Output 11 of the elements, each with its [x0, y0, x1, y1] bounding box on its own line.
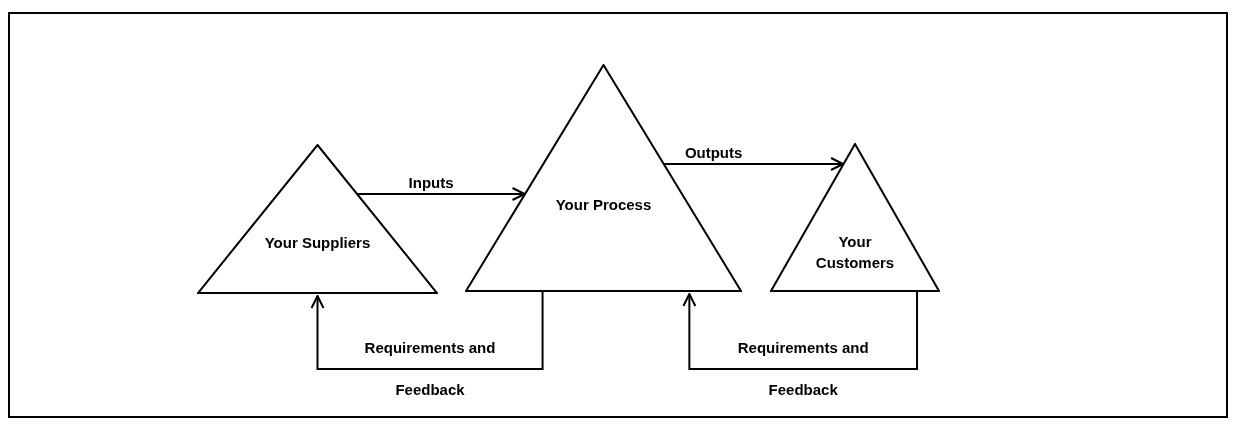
- arrow: [310, 291, 544, 370]
- edge-label: Outputs: [684, 143, 743, 163]
- arrow: [663, 157, 844, 171]
- node-label: Your Customers: [814, 232, 896, 273]
- arrow: [356, 187, 526, 201]
- edge-label: Requirements and Feedback: [363, 338, 497, 400]
- edge-label: Inputs: [408, 173, 454, 193]
- arrow: [682, 291, 919, 370]
- node-label: Your Suppliers: [263, 233, 372, 253]
- edge-label: Requirements and Feedback: [736, 338, 870, 400]
- node-label: Your Process: [554, 195, 653, 215]
